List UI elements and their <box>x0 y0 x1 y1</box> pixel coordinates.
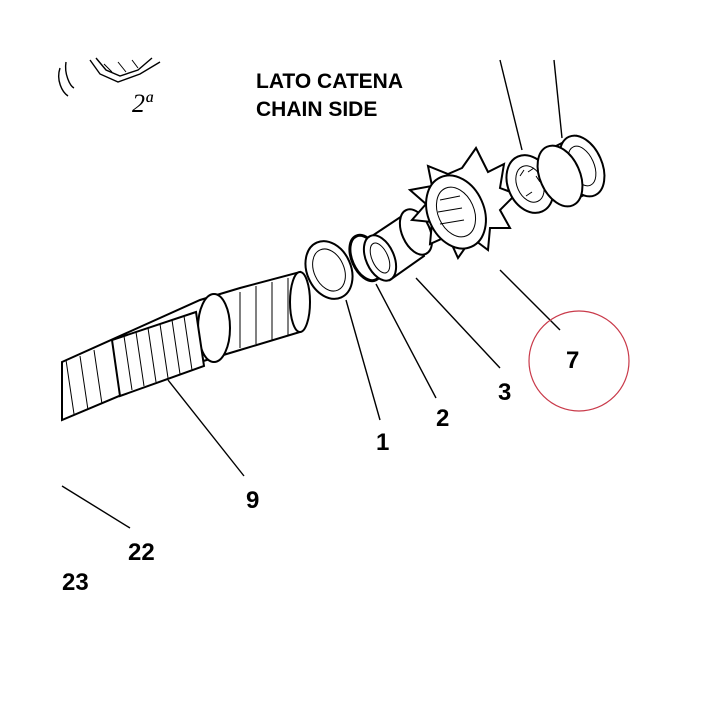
callout-7: 7 <box>566 347 579 374</box>
title-italian: LATO CATENA <box>256 70 403 93</box>
callout-22: 22 <box>128 539 155 566</box>
callout-1: 1 <box>376 429 389 456</box>
highlight-circle <box>528 310 630 412</box>
callout-3: 3 <box>498 379 511 406</box>
sprocket-part-7 <box>407 146 518 261</box>
bushing-part-3 <box>362 208 434 282</box>
thrust-washer-part-1 <box>304 240 354 300</box>
adjacent-drawing-fragment <box>58 57 161 97</box>
callout-23: 23 <box>62 569 89 596</box>
gear-label: 2ª <box>132 89 154 118</box>
shaft-part-9 <box>61 270 311 422</box>
callout-9: 9 <box>246 487 259 514</box>
leader-lines <box>61 59 563 529</box>
title-english: CHAIN SIDE <box>256 98 377 121</box>
oil-seal <box>536 134 606 208</box>
callout-2: 2 <box>436 405 449 432</box>
